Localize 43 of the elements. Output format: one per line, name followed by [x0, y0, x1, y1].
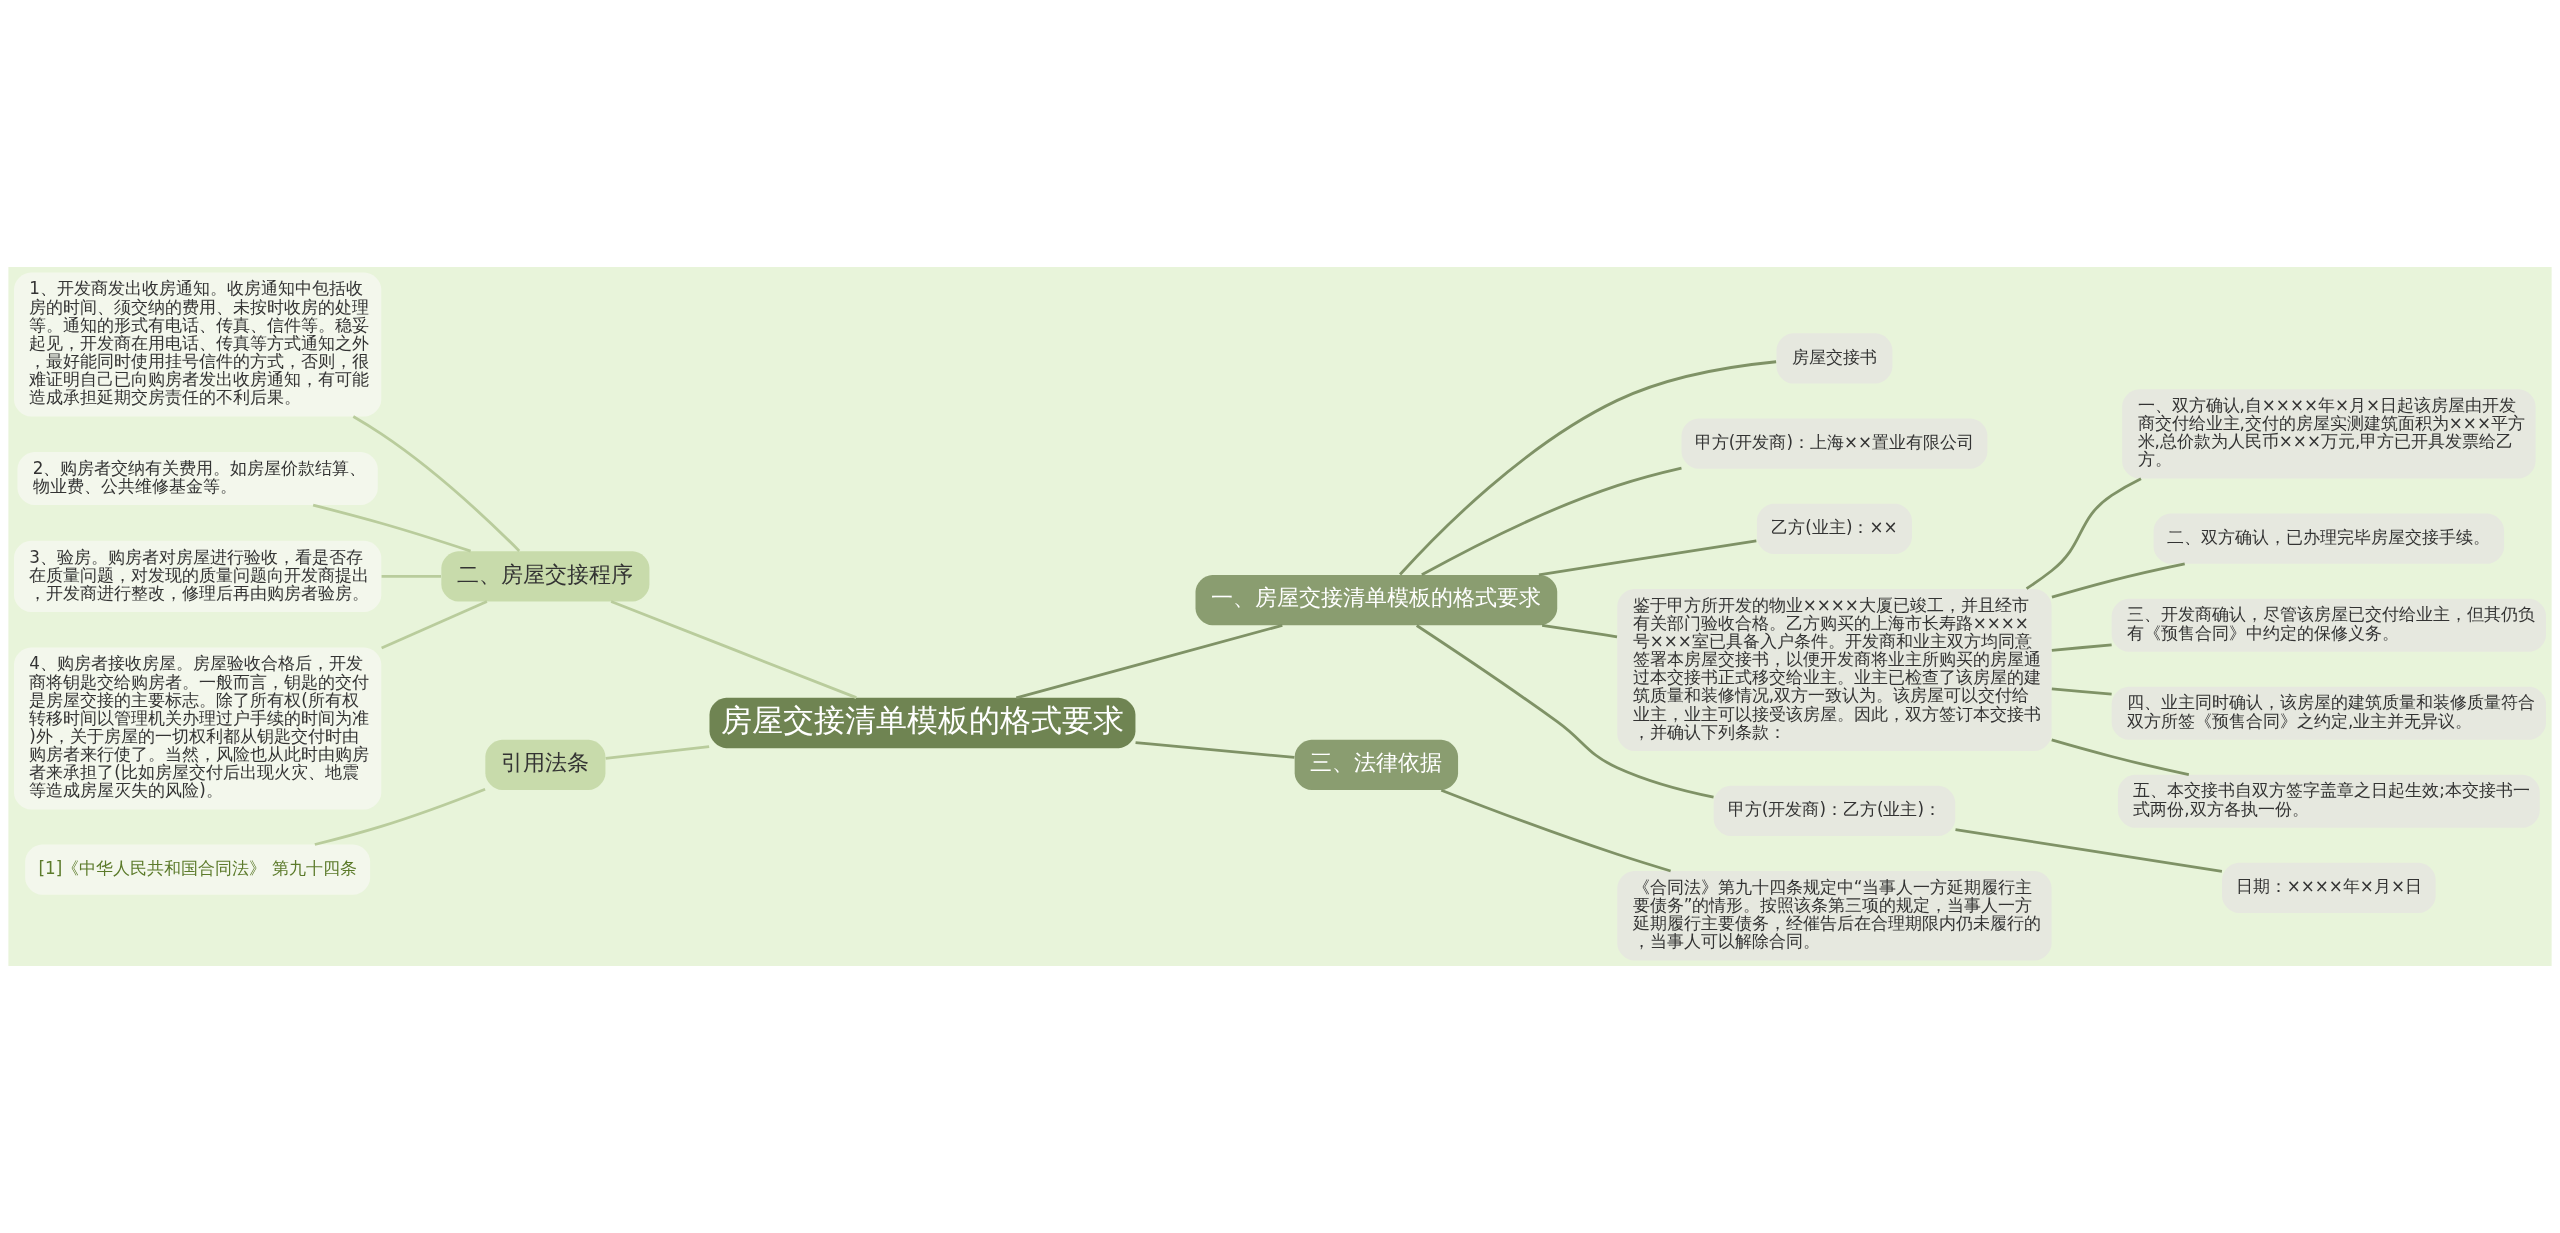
connector: [2051, 738, 2190, 776]
node-box: 房屋交接清单模板的格式要求: [709, 697, 1136, 749]
node-box: 3、验房。购房者对房屋进行验收，看是否存在质量问题，对发现的质量问题向开发商提出，开发商进行整改，修理后再由购房者验房。: [14, 540, 382, 612]
connector: [381, 574, 441, 578]
connector: [1538, 539, 1757, 577]
connector: [1955, 828, 2223, 873]
node-box: 一、房屋交接清单模板的格式要求: [1195, 574, 1558, 626]
connector: [381, 600, 488, 650]
connector: [1541, 623, 1618, 639]
connector: [1015, 624, 1283, 700]
node-box: 1、开发商发出收房通知。收房通知中包括收房的时间、须交纳的费用、未按时收房的处理等。通知的形式有电话、传真、信件等。稳妥起见，开发商在用电话、传真等方式通知之外，最好能同时使用挂号信件的方式，否则，很难证明自己已向购房者发出收房通知，有可能造成承担延期交房责任的不利后果。: [14, 272, 382, 417]
node-box: 鉴于甲方所开发的物业××××大厦已竣工，并且经市有关部门验收合格。乙方购买的上海市长寿路××××号×××室已具备入户条件。开发商和业主双方均同意签署本房屋交接书，以便开发商将业主所购买的房屋通过本交接书正式移交给业主。业主已检查了该房屋的建筑质量和装修情况,双方一致认为。该房屋可以交付给业主，业主可以接受该房屋。因此，双方签订本交接书，并确认下列条款：: [1617, 588, 2052, 751]
connector: [605, 745, 710, 760]
connector: [2051, 687, 2112, 696]
node-box: [1]《中华人民共和国合同法》 第九十四条: [25, 844, 371, 895]
node-box: 一、双方确认,自××××年×月×日起该房屋由开发商交付给业主,交付的房屋实测建筑面积为×××平方米,总价款为人民币×××万元,甲方已开具发票给乙方。: [2122, 389, 2536, 479]
node-box: 二、双方确认，已办理完毕房屋交接手续。: [2153, 513, 2505, 564]
node-box: 2、购房者交纳有关费用。如房屋价款结算、物业费、公共维修基金等。: [17, 452, 378, 506]
connector: [314, 787, 486, 846]
connector: [2051, 643, 2112, 652]
connector: [352, 415, 521, 552]
node-box: 《合同法》第九十四条规定中“当事人一方延期履行主要债务”的情形。按照该条第三项的规定，当事人一方延期履行主要债务，经催告后在合理期限内仍未履行的，当事人可以解除合同。: [1617, 871, 2052, 961]
node-box: 四、业主同时确认，该房屋的建筑质量和装修质量符合双方所签《预售合同》之约定,业主并无异议。: [2111, 686, 2546, 740]
node-box: 三、开发商确认，尽管该房屋已交付给业主，但其仍负有《预售合同》中约定的保修义务。: [2111, 598, 2546, 652]
connector: [312, 503, 472, 553]
node-box: 甲方(开发商)：上海××置业有限公司: [1681, 418, 1988, 469]
node-box: 乙方(业主)：××: [1756, 503, 1912, 554]
connector: [2025, 477, 2142, 590]
node-box: 三、法律依据: [1294, 739, 1459, 791]
connector: [1135, 741, 1295, 759]
connector: [1421, 466, 1682, 577]
node-box: 甲方(开发商)：乙方(业主)：: [1713, 785, 1956, 837]
node-box: 4、购房者接收房屋。房屋验收合格后，开发商将钥匙交给购房者。一般而言，钥匙的交付是房屋交接的主要标志。除了所有权(所有权转移时间以管理机关办理过户手续的时间为准)外，关于房屋的一切权利都从钥匙交付时由购房者来行使了。当然，风险也从此时由购房者来承担了(比如房屋交付后出现火灾、地震等造成房屋灭失的风险)。: [14, 647, 382, 810]
connector: [1399, 360, 1777, 576]
node-box: 引用法条: [485, 739, 606, 791]
node-box: 二、房屋交接程序: [441, 551, 650, 602]
node-box: 日期：××××年×月×日: [2222, 862, 2436, 913]
connector: [2051, 562, 2185, 599]
connector: [610, 600, 857, 699]
connector: [1415, 624, 1714, 799]
node-box: 五、本交接书自双方签字盖章之日起生效;本交接书一式两份,双方各执一份。: [2117, 774, 2540, 828]
connector: [1440, 788, 1672, 873]
node-box: 房屋交接书: [1776, 333, 1893, 384]
